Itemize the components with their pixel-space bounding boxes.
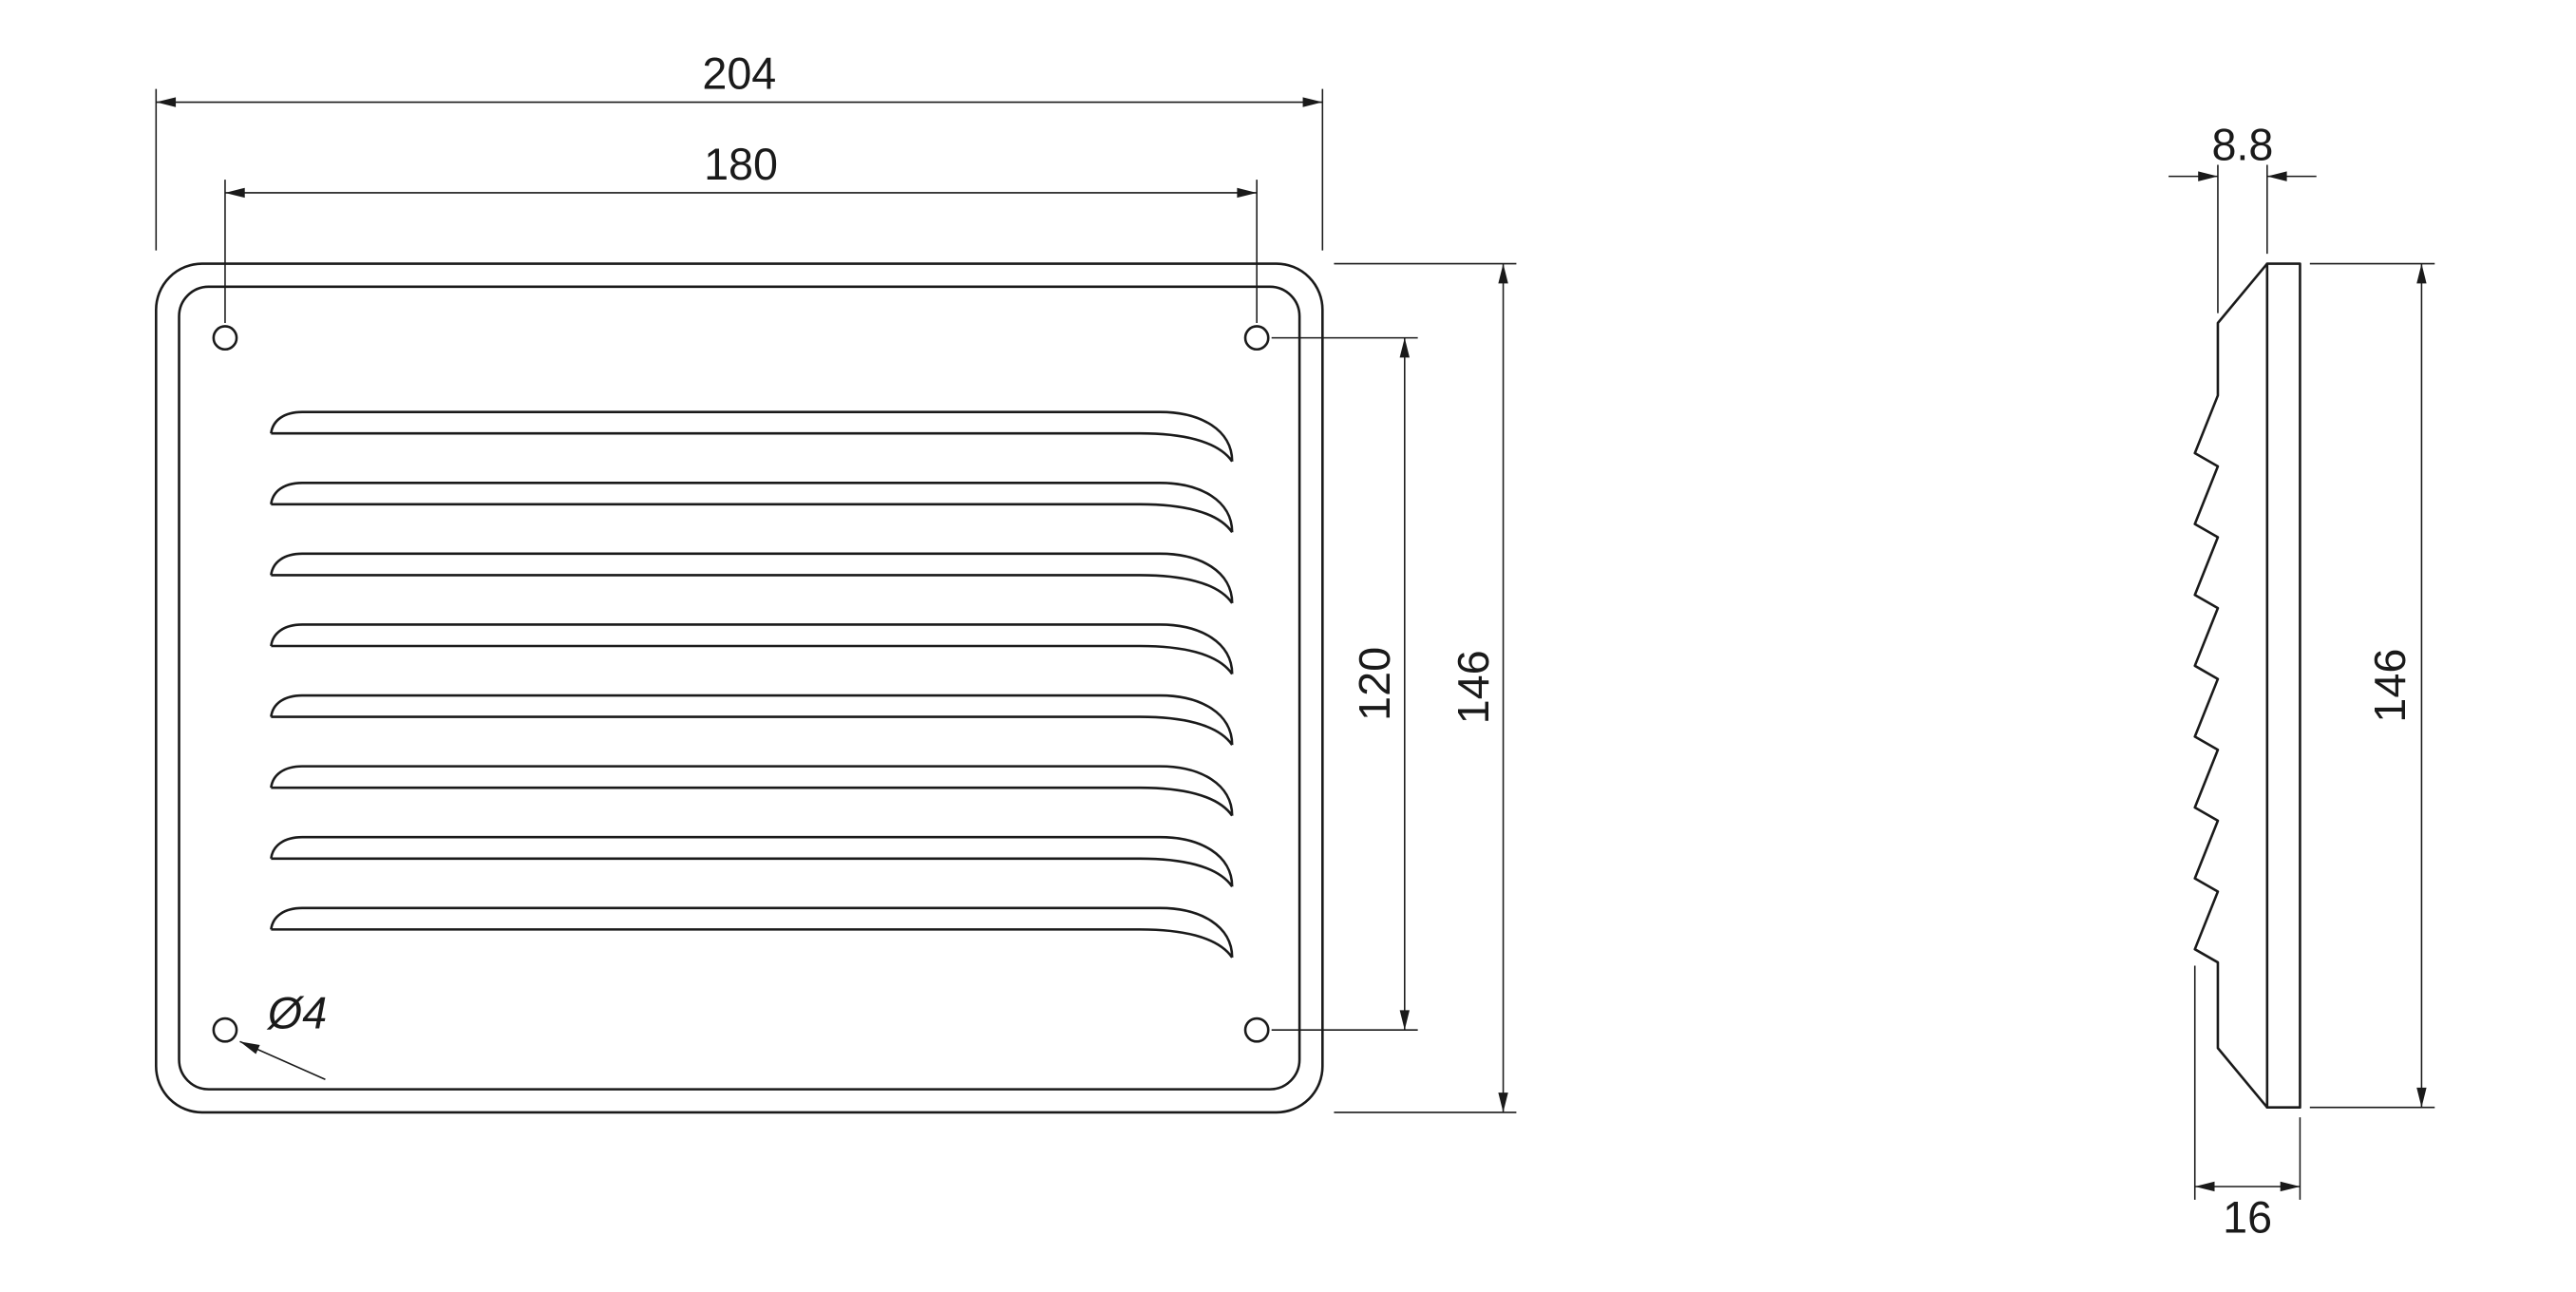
dim-label-side-overall-depth: 16 — [2223, 1192, 2272, 1242]
screw-hole-bottom-right — [1243, 1016, 1270, 1043]
dimension-front-overall-width: 204 — [155, 49, 1324, 251]
dim-label-hole-diameter: Ø4 — [266, 988, 327, 1037]
dim-label-front-overall-width: 204 — [702, 49, 776, 99]
front-outer-frame — [155, 262, 1324, 1114]
extension-lines — [1334, 262, 1517, 1113]
louver-slat — [270, 552, 1234, 604]
extension-lines — [224, 180, 1258, 323]
dimension-front-overall-height: 146 — [1334, 262, 1517, 1113]
side-back-plate — [2265, 262, 2301, 1110]
louver-slat — [270, 481, 1234, 534]
side-view: 8.8 146 16 — [2169, 120, 2435, 1243]
front-inner-frame — [178, 285, 1301, 1091]
dim-label-side-overall-height: 146 — [2365, 649, 2415, 723]
front-view: 204 180 120 146 — [155, 49, 1517, 1114]
louver-slat — [270, 623, 1234, 675]
dimension-front-hole-spacing-horizontal: 180 — [224, 140, 1258, 323]
leader-hole-diameter: Ø4 — [239, 988, 327, 1080]
screw-hole-bottom-left — [212, 1016, 238, 1043]
dimension-side-overall-height: 146 — [2309, 262, 2435, 1109]
louver-slat — [270, 410, 1234, 463]
drawing-root: 204 180 120 146 — [155, 49, 2435, 1243]
extension-lines — [1271, 336, 1418, 1031]
side-louver-profile — [2193, 262, 2268, 1109]
dimension-side-louver-projection: 8.8 — [2169, 120, 2317, 314]
screw-holes — [212, 325, 1270, 1043]
dim-label-front-overall-height: 146 — [1449, 650, 1498, 724]
screw-hole-top-left — [212, 325, 238, 352]
screw-hole-top-right — [1243, 325, 1270, 352]
dim-label-front-hole-spacing-horizontal: 180 — [704, 140, 778, 189]
extension-lines — [2217, 164, 2268, 314]
extension-lines — [2309, 262, 2435, 1109]
louver-slat — [270, 694, 1234, 746]
leader-line — [239, 1040, 326, 1080]
louver-slats — [270, 410, 1234, 959]
dimension-side-overall-depth: 16 — [2193, 965, 2301, 1243]
louver-slat — [270, 765, 1234, 817]
dim-label-side-louver-projection: 8.8 — [2211, 120, 2273, 169]
louver-slat — [270, 835, 1234, 888]
louver-slat — [270, 906, 1234, 959]
dimension-front-hole-spacing-vertical: 120 — [1271, 336, 1418, 1031]
extension-lines — [155, 88, 1324, 251]
dim-label-front-hole-spacing-vertical: 120 — [1350, 647, 1399, 721]
